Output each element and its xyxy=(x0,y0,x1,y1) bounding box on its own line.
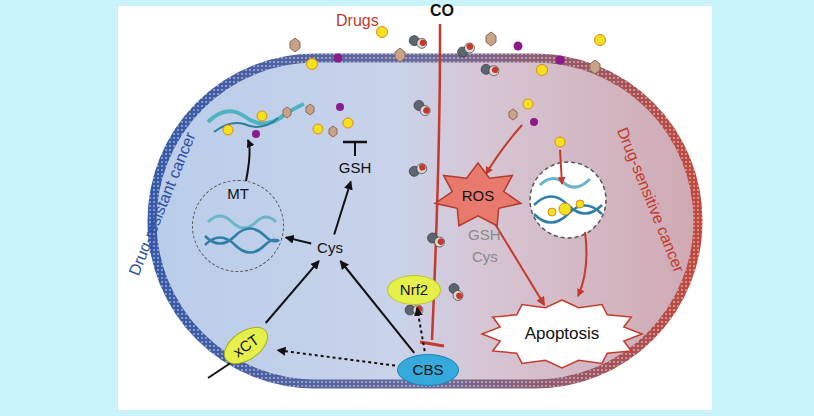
connector-arrow xyxy=(334,182,351,235)
node-text: MT xyxy=(227,185,249,202)
connector-arrow xyxy=(266,261,319,323)
node-text: Nrf2 xyxy=(400,281,428,298)
ellipse-node: Nrf2 xyxy=(387,275,441,305)
text-label: Drugs xyxy=(336,12,379,30)
metabolite-label: GSH xyxy=(336,157,375,178)
ellipse-node: xCT xyxy=(217,320,275,373)
ellipse-node: CBS xyxy=(397,354,459,386)
node-text: Cys xyxy=(317,239,343,256)
node-text: xCT xyxy=(230,331,262,361)
connector-arrow xyxy=(278,350,396,365)
connector-arrow xyxy=(286,237,312,243)
circle-node: MT xyxy=(192,180,284,272)
text-label: Cys xyxy=(472,248,498,265)
node-text: Apoptosis xyxy=(525,324,600,344)
node-text: CBS xyxy=(413,361,444,378)
node-text: GSH xyxy=(339,159,372,176)
node-text: ROS xyxy=(462,187,495,204)
star-node: ROS xyxy=(434,163,522,229)
connector-arrow xyxy=(493,221,544,305)
metabolite-label: Cys xyxy=(314,237,346,258)
text-label: GSH xyxy=(468,226,501,243)
text-label: CO xyxy=(430,2,454,20)
text-label: Drug-resistant cancer xyxy=(125,130,199,279)
burst-node: Apoptosis xyxy=(482,300,642,368)
connector-arrow xyxy=(340,261,414,353)
connector-arrow xyxy=(417,308,425,351)
text-label: Drug-sensitive cancer xyxy=(613,125,688,275)
